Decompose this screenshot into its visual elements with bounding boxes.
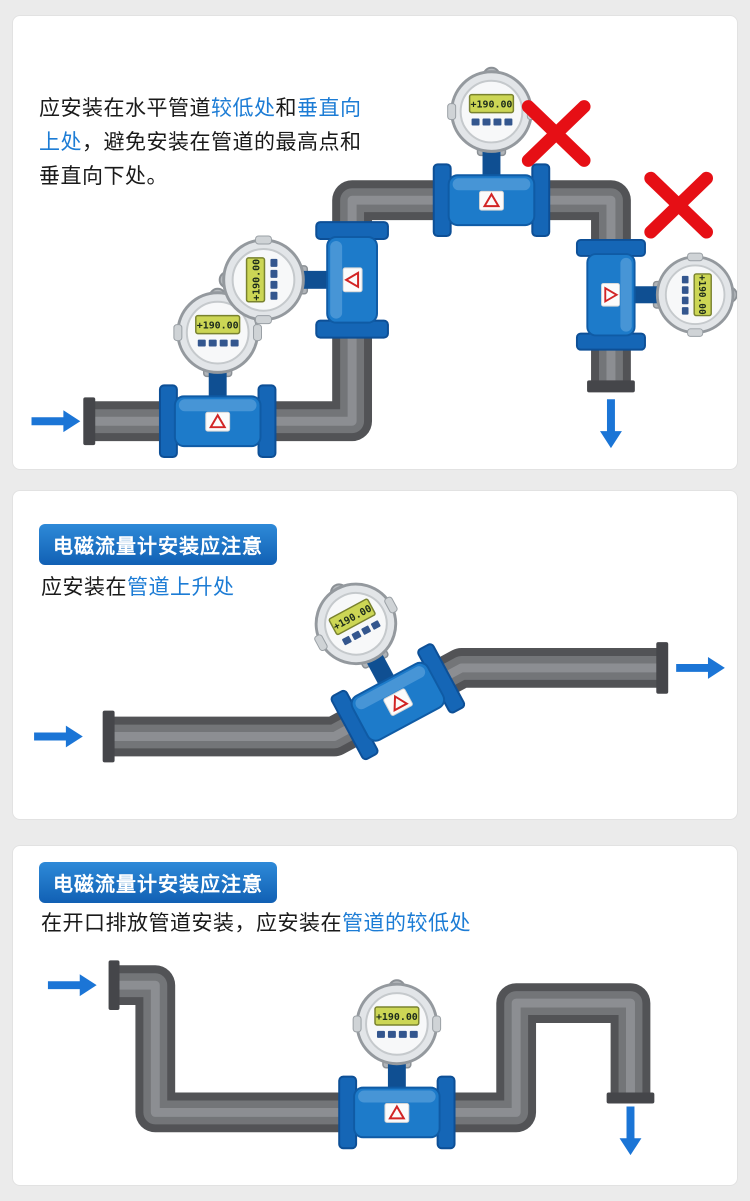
text-seg-highlight: 垂直向上处 bbox=[39, 96, 362, 155]
pipe-end-flange bbox=[606, 1092, 655, 1104]
wrong-x-icon bbox=[528, 107, 584, 161]
notice-badge: 电磁流量计安装应注意 bbox=[39, 862, 277, 903]
flow-out-arrow-icon bbox=[619, 1106, 642, 1156]
pipe-end-flange bbox=[83, 397, 96, 446]
flow-in-arrow-icon bbox=[34, 725, 83, 748]
flow-in-arrow-icon bbox=[31, 410, 81, 433]
text-seg: ，避免安装在管道的最高点和垂直向下处。 bbox=[39, 130, 362, 189]
flow-out-arrow-icon bbox=[600, 399, 622, 449]
section-3-card: 电磁流量计安装应注意 在开口排放管道安装，应安装在管道的较低处 bbox=[12, 845, 738, 1186]
pipe-end-flange bbox=[102, 710, 115, 763]
notice-badge: 电磁流量计安装应注意 bbox=[39, 524, 277, 565]
instruction-text: 在开口排放管道安装，应安装在管道的较低处 bbox=[41, 907, 471, 937]
pipe-diagram-elevations: +190.00 bbox=[31, 66, 737, 459]
flow-meter-low-point bbox=[337, 978, 457, 1150]
section-2-card: 电磁流量计安装应注意 应安装在管道上升处 bbox=[12, 490, 738, 820]
section-1-card: +190.00 bbox=[12, 15, 738, 470]
text-seg: 应安装在 bbox=[41, 575, 127, 599]
text-seg-highlight: 较低处 bbox=[211, 96, 276, 120]
pipe-diagram-rising bbox=[34, 556, 725, 763]
wrong-x-icon bbox=[651, 178, 707, 232]
text-seg-highlight: 管道的较低处 bbox=[342, 911, 471, 935]
text-seg: 应安装在水平管道 bbox=[39, 96, 211, 120]
flow-out-arrow-icon bbox=[676, 656, 725, 679]
pipe-end-flange bbox=[587, 380, 635, 393]
instruction-text: 应安装在水平管道较低处和垂直向上处，避免安装在管道的最高点和垂直向下处。 bbox=[39, 91, 371, 193]
flow-in-arrow-icon bbox=[47, 974, 97, 997]
instruction-text: 应安装在管道上升处 bbox=[41, 571, 235, 601]
pipe-end-flange bbox=[108, 960, 120, 1011]
text-seg: 在开口排放管道安装，应安装在 bbox=[41, 911, 342, 935]
pipe-diagram-open-discharge bbox=[47, 960, 655, 1156]
text-seg: 和 bbox=[275, 96, 297, 120]
flow-meter-vertical-down-wrong bbox=[575, 238, 737, 352]
text-seg-highlight: 管道上升处 bbox=[127, 575, 235, 599]
pipe-end-flange bbox=[656, 642, 669, 694]
